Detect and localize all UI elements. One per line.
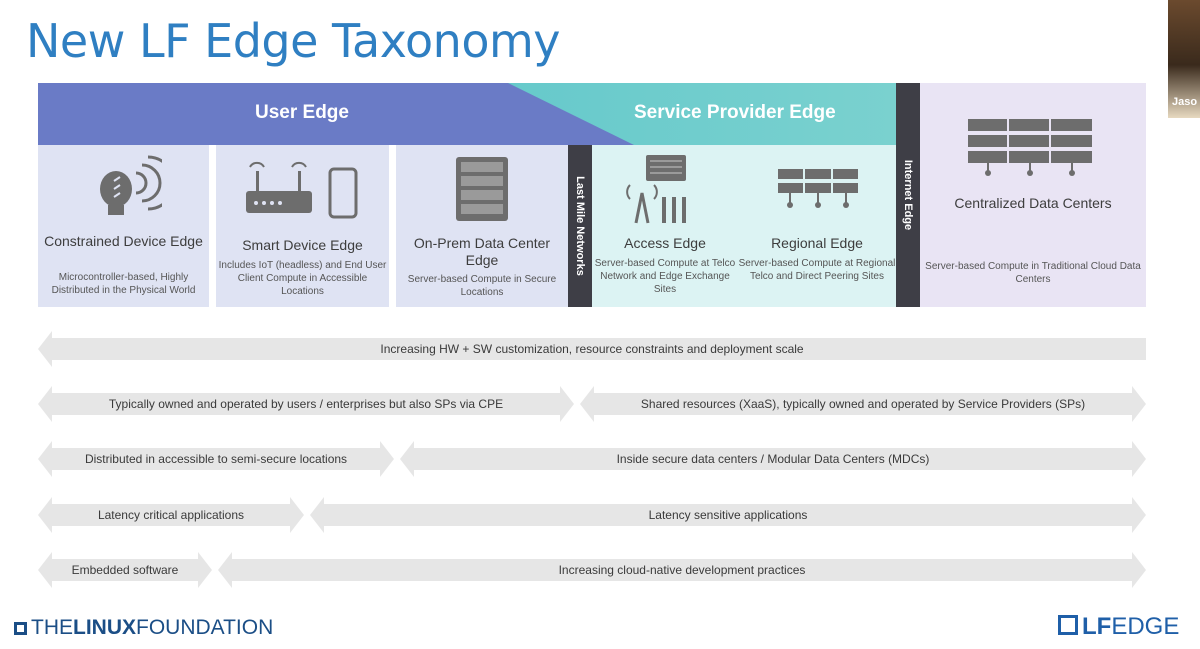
server-array-icon xyxy=(778,169,858,208)
arrow-band: Distributed in accessible to semi-secure… xyxy=(38,441,394,477)
column-smart-device-edge: Smart Device Edge Includes IoT (headless… xyxy=(216,145,389,307)
arrow-shape xyxy=(38,441,394,477)
arrow-label: Embedded software xyxy=(71,563,179,577)
internet-edge-label: Internet Edge xyxy=(902,159,914,231)
column-regional-edge: Regional Edge Server-based Compute at Re… xyxy=(738,145,896,307)
server-rack-icon xyxy=(456,157,508,221)
column-on-prem-data-center-edge: On-Prem Data Center Edge Server-based Co… xyxy=(396,145,568,307)
edge-band-banner xyxy=(38,83,896,145)
arrow-shape xyxy=(38,497,304,533)
linux-foundation-square-icon xyxy=(14,622,27,635)
column-centralized-data-centers: Centralized Data Centers Server-based Co… xyxy=(920,83,1146,307)
router-phone-icon xyxy=(246,161,358,219)
arrow-label: Distributed in accessible to semi-secure… xyxy=(84,452,348,466)
arrow-label: Increasing cloud-native development prac… xyxy=(558,563,806,577)
page-title: New LF Edge Taxonomy xyxy=(26,14,561,68)
presenter-video-thumbnail[interactable]: Jaso xyxy=(1168,0,1200,118)
arrow-shape xyxy=(400,441,1146,477)
arrow-label: Latency critical applications xyxy=(97,508,245,522)
service-provider-edge-label: Service Provider Edge xyxy=(634,102,836,123)
column-description: Server-based Compute at Telco Network an… xyxy=(594,258,736,295)
column-title: On-Prem Data Center Edge xyxy=(413,235,551,268)
smart-bulb-icon xyxy=(100,155,162,215)
column-title: Centralized Data Centers xyxy=(954,195,1112,211)
column-title: Regional Edge xyxy=(771,235,863,251)
lf-edge-square-icon xyxy=(1058,615,1078,635)
user-edge-label: User Edge xyxy=(255,102,349,123)
column-constrained-device-edge: Constrained Device Edge Microcontroller-… xyxy=(38,145,209,307)
arrow-label: Shared resources (XaaS), typically owned… xyxy=(640,397,1086,411)
last-mile-networks-divider: Last Mile Networks xyxy=(568,145,592,307)
linux-foundation-logo: THELINUXFOUNDATION xyxy=(14,616,273,640)
column-description: Server-based Compute in Traditional Clou… xyxy=(925,261,1141,285)
arrow-band: Shared resources (XaaS), typically owned… xyxy=(580,386,1146,422)
internet-edge-divider: Internet Edge xyxy=(896,83,920,307)
data-center-icon xyxy=(968,119,1092,176)
user-edge-band xyxy=(38,83,634,145)
column-access-edge: Access Edge Server-based Compute at Telc… xyxy=(592,145,738,307)
arrow-label: Inside secure data centers / Modular Dat… xyxy=(616,452,930,466)
arrow-band: Embedded software xyxy=(38,552,212,588)
arrow-shape xyxy=(218,552,1146,588)
arrow-band: Inside secure data centers / Modular Dat… xyxy=(400,441,1146,477)
arrow-label: Typically owned and operated by users / … xyxy=(108,397,504,411)
presenter-name: Jaso xyxy=(1172,96,1198,108)
arrow-band: Typically owned and operated by users / … xyxy=(38,386,574,422)
column-description: Includes IoT (headless) and End User Cli… xyxy=(218,260,387,297)
column-title: Access Edge xyxy=(624,235,706,251)
arrow-shape xyxy=(310,497,1146,533)
arrow-band: Latency critical applications xyxy=(38,497,304,533)
arrow-shape xyxy=(38,331,1146,367)
arrow-label: Increasing HW + SW customization, resour… xyxy=(380,342,804,356)
arrow-shape xyxy=(38,386,574,422)
column-description: Microcontroller-based, Highly Distribute… xyxy=(51,272,196,296)
last-mile-networks-label: Last Mile Networks xyxy=(574,176,586,276)
cell-tower-icon xyxy=(626,155,686,224)
arrow-band: Increasing cloud-native development prac… xyxy=(218,552,1146,588)
column-description: Server-based Compute at Regional Telco a… xyxy=(738,258,896,282)
arrow-band: Latency sensitive applications xyxy=(310,497,1146,533)
arrow-band: Increasing HW + SW customization, resour… xyxy=(38,331,1146,367)
column-description: Server-based Compute in Secure Locations xyxy=(407,274,557,298)
arrow-shape xyxy=(38,552,212,588)
column-title: Smart Device Edge xyxy=(242,237,363,253)
arrow-shape xyxy=(580,386,1146,422)
arrow-label: Latency sensitive applications xyxy=(648,508,808,522)
column-title: Constrained Device Edge xyxy=(44,233,203,249)
lf-edge-logo: LFEDGE xyxy=(1058,613,1179,641)
